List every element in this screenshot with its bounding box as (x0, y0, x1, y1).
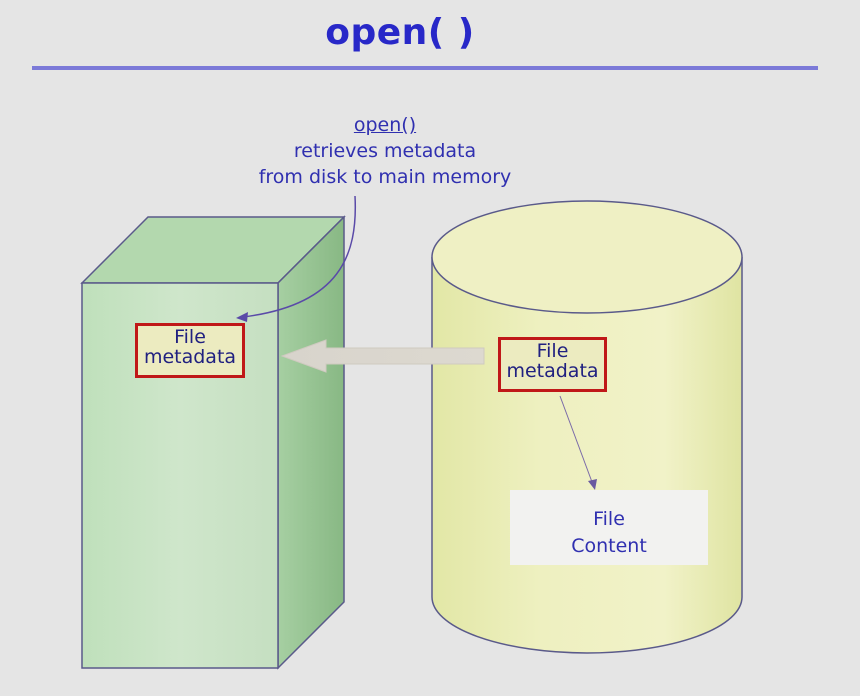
transfer-arrow (280, 339, 485, 373)
caption-line-2: retrieves metadata (293, 140, 477, 162)
disk-file-metadata-box: File metadata (498, 337, 607, 392)
caption-line-3: from disk to main memory (258, 166, 512, 188)
content-line1: File (593, 508, 625, 530)
disk-cylinder (431, 200, 743, 654)
main-memory-block (80, 215, 346, 670)
caption-function-name: open() (353, 114, 417, 136)
metadata-to-content-arrow (559, 395, 593, 483)
memory-file-metadata-box: File metadata (135, 323, 245, 378)
disk-metadata-line1: File (536, 340, 569, 362)
disk-cylinder-top (431, 200, 743, 314)
caption-arrowhead (236, 312, 248, 322)
memory-metadata-line2: metadata (143, 346, 237, 368)
content-arrowhead (588, 479, 597, 490)
content-line2: Content (571, 535, 647, 557)
disk-cylinder-body (431, 257, 743, 654)
file-content-box: File Content (510, 490, 708, 565)
slide-title: open( ) (325, 12, 475, 53)
disk-metadata-line2: metadata (506, 360, 599, 382)
title-divider (32, 66, 818, 70)
open-caption: open() retrieves metadata from disk to m… (240, 112, 530, 190)
caption-arrow (242, 195, 357, 318)
memory-block-side (277, 215, 345, 670)
memory-metadata-line1: File (174, 326, 206, 348)
